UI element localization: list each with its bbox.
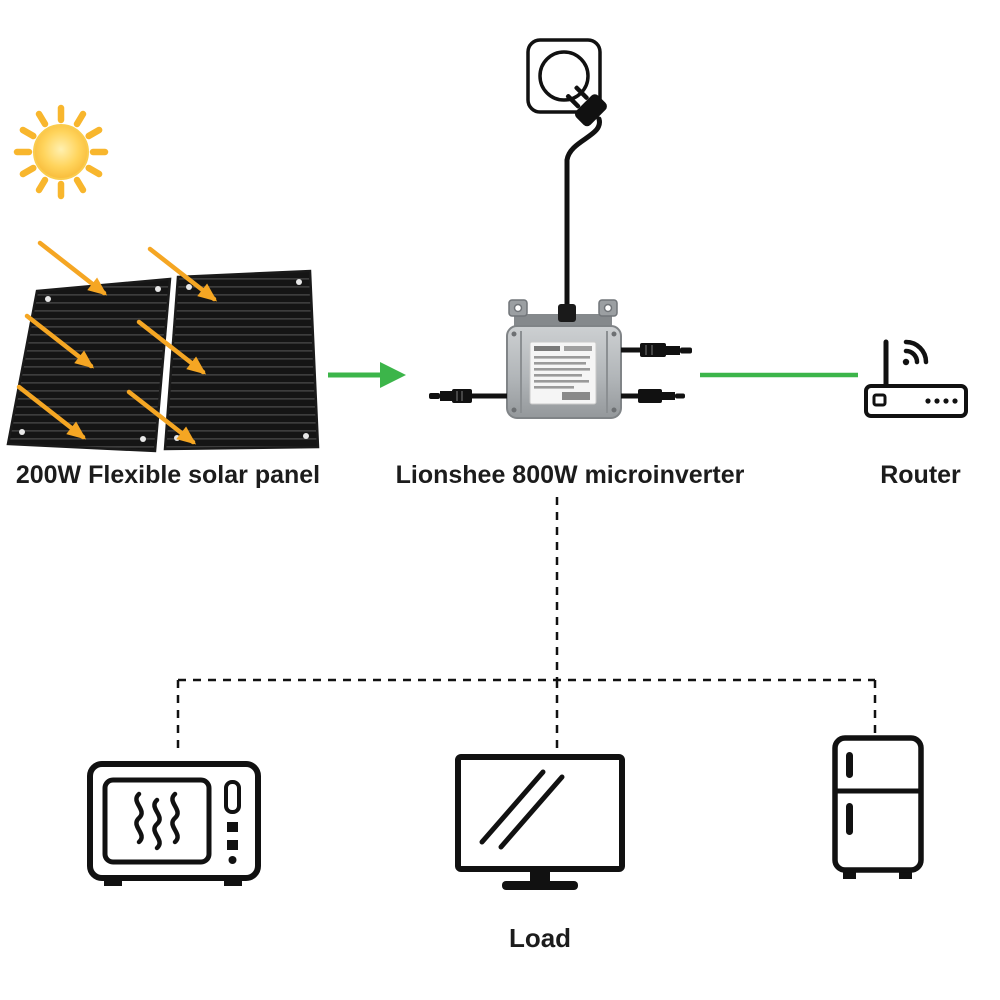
refrigerator-icon xyxy=(832,735,924,879)
microwave-icon xyxy=(87,761,261,886)
wifi-router-icon xyxy=(864,339,968,418)
dashed-load-lines xyxy=(176,497,877,753)
dc-connector-left xyxy=(429,389,507,403)
inverter-label-sticker xyxy=(529,341,597,405)
plug-icon xyxy=(565,85,607,127)
router-label: Router xyxy=(880,461,961,489)
dc-connector-lower xyxy=(621,389,685,403)
heat-waves-icon xyxy=(134,791,180,851)
screen-glare xyxy=(479,769,565,850)
ac-connector-upper xyxy=(621,343,692,357)
microinverter-icon xyxy=(429,299,692,419)
power-outlet-icon xyxy=(526,38,607,311)
solar-panel-label: 200W Flexible solar panel xyxy=(15,461,321,489)
flow-arrow-icon xyxy=(328,362,406,388)
wifi-waves-icon xyxy=(902,339,929,366)
power-cable xyxy=(564,116,602,311)
monitor-icon xyxy=(455,754,625,890)
sunlight-arrows-icon xyxy=(16,240,218,445)
sun-icon xyxy=(13,104,109,200)
load-label: Load xyxy=(508,923,572,953)
solar-panel-icon xyxy=(6,240,320,453)
microinverter-label: Lionshee 800W microinverter xyxy=(395,461,745,489)
